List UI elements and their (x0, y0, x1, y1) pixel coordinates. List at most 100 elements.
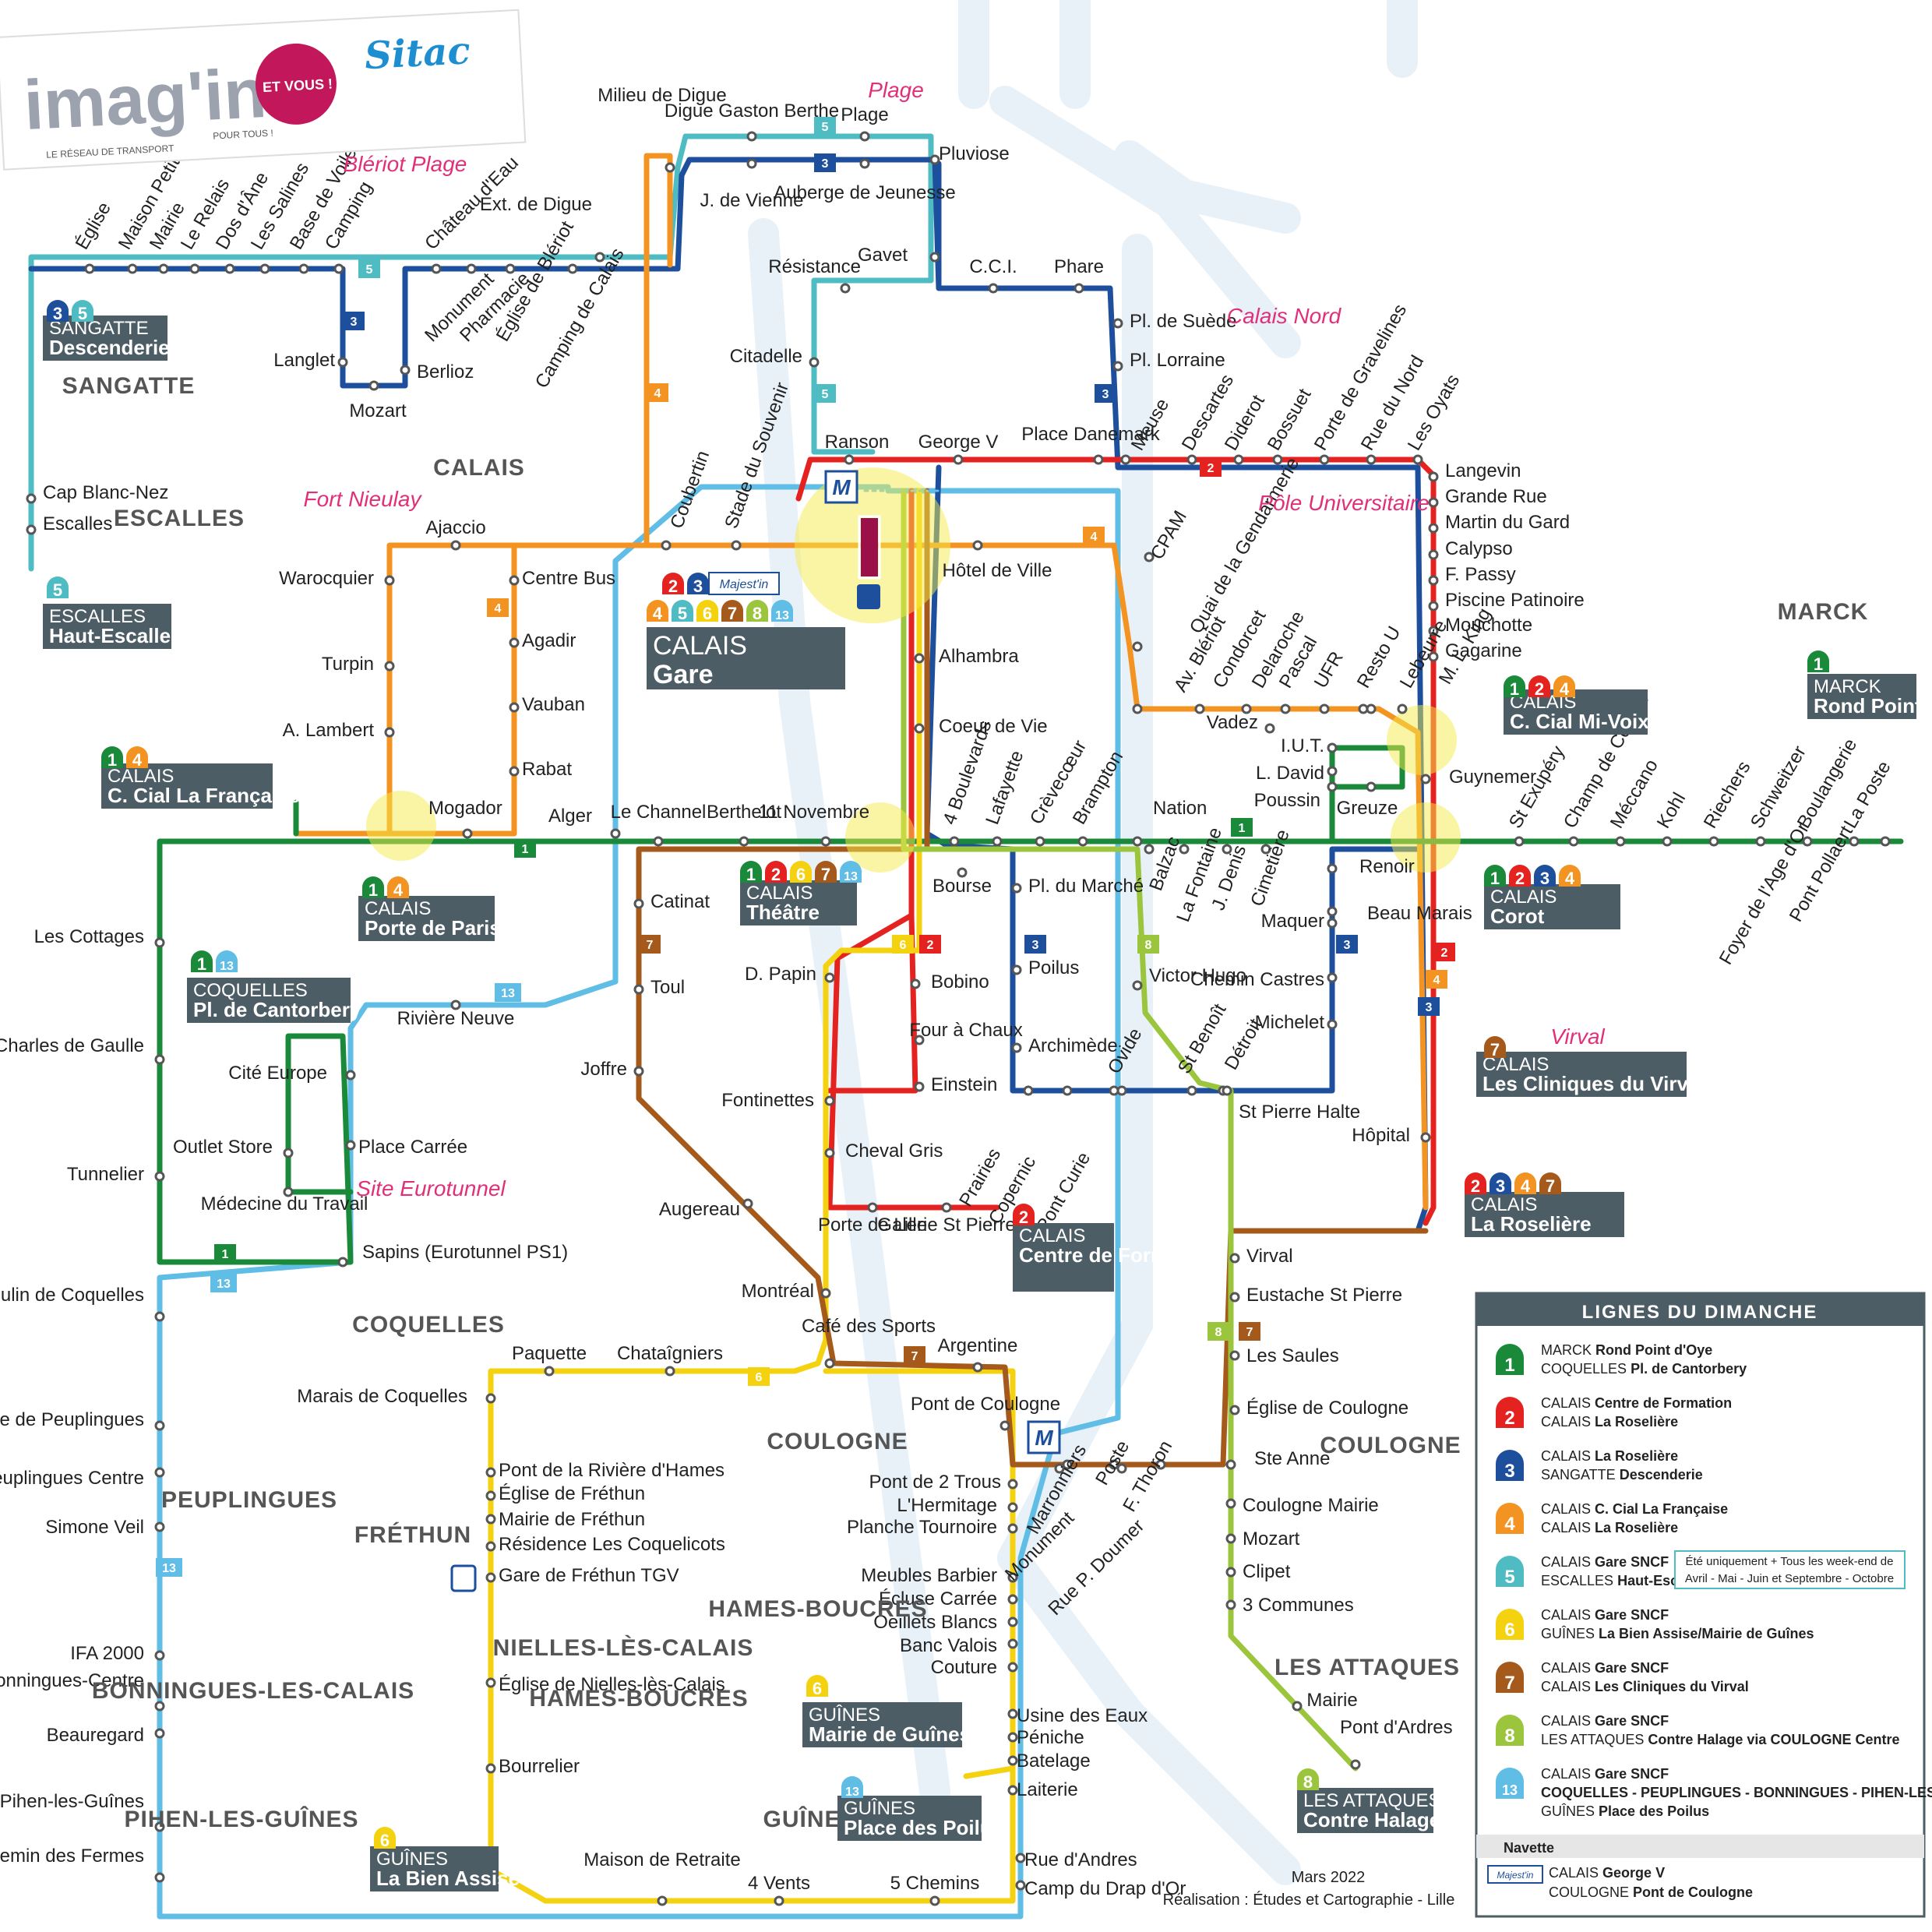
stop-marker (999, 1420, 1010, 1431)
stop-marker (1260, 844, 1271, 855)
svg-text:COULOGNE Pont de Coulogne: COULOGNE Pont de Coulogne (1549, 1884, 1753, 1900)
stop-marker (1225, 1533, 1236, 1544)
stop-marker (824, 1358, 835, 1369)
legend-city: CALAIS (1541, 1660, 1591, 1676)
line-badge-number: 6 (703, 604, 712, 623)
line-badge-13: 13 (840, 861, 862, 883)
stop-label: A. Lambert (283, 720, 375, 741)
stop-label: Archimède (1028, 1035, 1118, 1056)
terminal-city: COQUELLES (193, 980, 308, 1001)
stop-label: I.U.T. (1281, 735, 1324, 756)
stop-marker (1007, 1572, 1018, 1583)
stop-marker (661, 540, 672, 551)
stop-label: Café des Sports (802, 1316, 936, 1337)
operator-logo: Sitac (364, 29, 471, 78)
stop-label: Cité Europe (228, 1063, 327, 1084)
terminal-city: GUÎNES (809, 1705, 880, 1726)
stop-label: Calypso (1445, 538, 1513, 559)
stop-marker (1428, 601, 1439, 612)
stop-marker (158, 263, 169, 274)
line-tag: 3 (1102, 388, 1109, 401)
stop-marker (1155, 1459, 1166, 1470)
stop-marker (1264, 723, 1275, 734)
stop-label: Pluviose (939, 143, 1010, 164)
footer-date: Mars 2022 (1292, 1869, 1366, 1886)
stop-marker (1222, 844, 1232, 855)
stop-label: Détroit (1221, 1015, 1267, 1074)
line-badge-number: 1 (368, 880, 378, 900)
stop-marker (633, 898, 644, 909)
stop-label: Bobino (931, 971, 989, 992)
terminal-box (1476, 1052, 1687, 1097)
train-icon (450, 1564, 477, 1592)
stop-label: Centre Bus (522, 568, 615, 589)
stop-label: Augereau (659, 1199, 740, 1220)
line-badge-7: 7 (1484, 1036, 1506, 1059)
line-badge-number: 6 (380, 1831, 390, 1850)
terminal-stop: Rond Point d'Oye (1814, 694, 1932, 717)
stop-marker (633, 984, 644, 995)
line-tag: 7 (1246, 1326, 1253, 1339)
stop-marker (859, 131, 870, 142)
line-tag: 1 (222, 1248, 229, 1261)
stop-marker (742, 1198, 753, 1209)
stop-marker (1225, 1567, 1236, 1578)
stop-marker (1366, 781, 1377, 792)
stop-marker (1093, 454, 1104, 465)
stop-marker (1015, 1853, 1026, 1863)
line-badge-6: 6 (374, 1827, 396, 1850)
stop-marker (509, 702, 520, 713)
terminal-box (802, 1702, 962, 1747)
line-badge-4: 4 (126, 746, 148, 770)
stop-marker (1132, 836, 1143, 847)
line-tag: 5 (822, 121, 829, 134)
district-label: CALAIS (433, 455, 525, 481)
stop-marker (450, 999, 461, 1010)
stop-marker (1428, 549, 1439, 560)
stop-marker (1755, 836, 1766, 847)
stop-label: Simone Veil (45, 1517, 144, 1538)
legend-row: CALAIS Gare SNCF (1541, 1766, 1669, 1782)
stop-label: Beau Marais (1367, 903, 1472, 924)
stop-label: Pont de la Rivière d'Hames (499, 1460, 724, 1481)
stop-label: Plage (841, 104, 888, 125)
stop-marker (368, 380, 379, 391)
stop-label: Poilus (1028, 957, 1079, 978)
legend-row: CALAIS Les Cliniques du Virval (1541, 1679, 1749, 1694)
area-label: Calais Nord (1227, 304, 1342, 328)
line-badge-number: 2 (1019, 1208, 1028, 1227)
stop-marker (1397, 703, 1408, 714)
stop-marker (1428, 471, 1439, 482)
stop-marker (283, 1148, 294, 1158)
terminal-city: ESCALLES (49, 606, 146, 627)
stop-label: Auberge de Jeunesse (774, 182, 956, 203)
stop-marker (1132, 703, 1143, 714)
stop-label: Couture (931, 1657, 997, 1678)
stop-label: Alger (548, 806, 592, 827)
terminal-box (647, 627, 845, 689)
stop-label: Résistance (768, 256, 861, 277)
stop-label: D. Papin (745, 964, 816, 985)
stop-marker (1350, 1759, 1361, 1770)
stop-label: UFR (1310, 648, 1348, 692)
legend-stop: Gare SNCF (1595, 1713, 1669, 1729)
stop-marker (972, 540, 983, 551)
stop-marker (1880, 836, 1891, 847)
stop-label: Charles de Gaulle (0, 1035, 144, 1056)
legend-city: CALAIS (1541, 1395, 1591, 1411)
line-badge-number: 4 (132, 750, 143, 770)
stop-label: Kohl (1653, 789, 1690, 832)
stop-label: Maquer (1261, 911, 1324, 932)
district-label: COULOGNE (767, 1429, 908, 1454)
stop-marker (1179, 844, 1190, 855)
stop-marker (127, 263, 138, 274)
stop-label: Pl. du Marché (1028, 876, 1144, 897)
stop-label: Lafayette (982, 748, 1028, 827)
stop-marker (957, 867, 968, 878)
line-6-route (488, 488, 1016, 1904)
stop-label: Marais de Coquelles (297, 1386, 467, 1407)
stop-marker (914, 723, 925, 734)
legend-stop: Gare SNCF (1595, 1660, 1669, 1676)
legend-city: CALAIS (1541, 1554, 1591, 1570)
